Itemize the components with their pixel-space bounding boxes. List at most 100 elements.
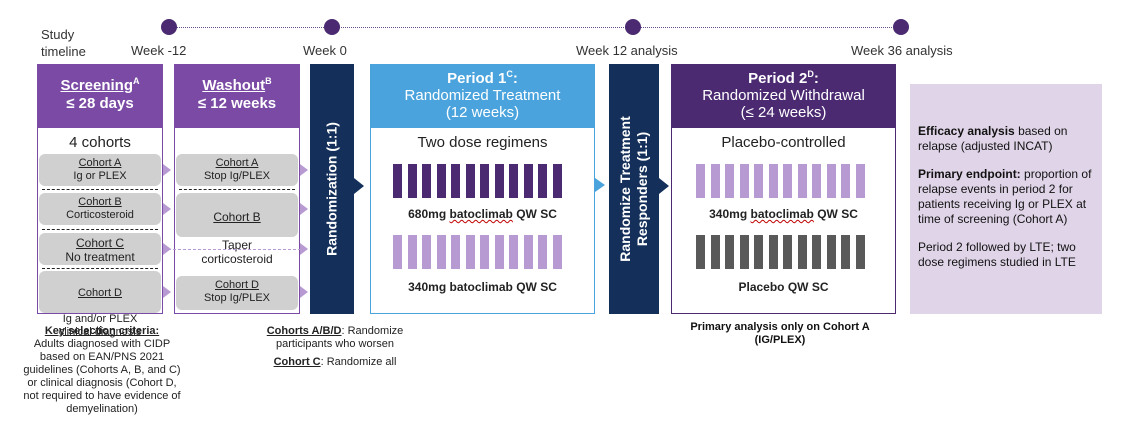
- period1-title: Period 1: [447, 70, 507, 87]
- arrow-right-icon: [163, 164, 171, 176]
- period2-title: Period 2: [748, 70, 808, 87]
- dose-bar: [841, 235, 850, 269]
- dose-bar: [768, 235, 778, 269]
- timeline-point-week-12: Week 12 analysis: [576, 43, 678, 58]
- washout-cohort-b-name: Cohort B: [213, 210, 261, 224]
- cohort-notes: Cohorts A/B/D: Randomize participants wh…: [250, 325, 420, 369]
- primary-text: proportion of relapse events in period 2…: [918, 167, 1092, 226]
- cohort-a-name: Cohort A: [78, 157, 122, 169]
- period2-duration: (≤ 24 weeks): [740, 104, 827, 121]
- dose-bar: [797, 164, 807, 198]
- screening-cohort-c: Cohort C No treatment: [39, 233, 161, 265]
- arrow-right-icon: [300, 286, 308, 298]
- washout-title-sup: B: [265, 76, 272, 86]
- arrow-right-icon: [300, 203, 308, 215]
- dose-bar: [480, 164, 489, 198]
- cohort-c-desc: No treatment: [65, 250, 135, 264]
- dose-bar: [768, 164, 778, 198]
- endpoints-panel: Efficacy analysis based on relapse (adju…: [910, 84, 1102, 314]
- period1-subtitle: Randomized Treatment: [404, 87, 561, 104]
- key-selection-criteria: Key selection criteria: Adults diagnosed…: [20, 325, 184, 416]
- primary-analysis-note: Primary analysis only on Cohort A (IG/PL…: [690, 321, 870, 346]
- dose-bar: [783, 164, 792, 198]
- screening-cohort-b: Cohort B Corticosteroid: [39, 193, 161, 225]
- randomize-responders-line2: Responders (1:1): [634, 131, 650, 247]
- randomize-responders-bar: Randomize Treatment Responders (1:1): [609, 64, 659, 314]
- period2-arm2-label: Placebo QW SC: [738, 280, 829, 294]
- arrow-right-icon: [163, 286, 171, 298]
- dose-bar: [523, 164, 533, 198]
- cohort-c-skip-line: [163, 249, 306, 250]
- period1-title-sup: C: [506, 69, 513, 79]
- period1-header: Period 1C: Randomized Treatment (12 week…: [370, 64, 595, 128]
- dose-bar: [407, 164, 417, 198]
- cohort-b-name: Cohort B: [78, 196, 122, 208]
- timeline-point-week-36: Week 36 analysis: [851, 43, 953, 58]
- dose-bar: [407, 235, 417, 269]
- primary-bold: Primary endpoint:: [918, 167, 1021, 181]
- dose-bar: [393, 164, 402, 198]
- period1-arm1-dose: 680mg: [408, 207, 447, 221]
- dose-bar: [783, 235, 792, 269]
- period2-subtitle: Randomized Withdrawal: [702, 87, 865, 104]
- screening-header: ScreeningA ≤ 28 days: [37, 64, 163, 128]
- period2-arm1-label: 340mg batoclimab QW SC: [671, 207, 896, 221]
- period1-arm1-label: 680mg batoclimab QW SC: [370, 207, 595, 221]
- screening-duration: ≤ 28 days: [66, 95, 134, 112]
- dose-bar: [855, 235, 865, 269]
- cohort-b-desc: Corticosteroid: [66, 209, 134, 221]
- dose-bar: [754, 235, 763, 269]
- dose-bar: [451, 164, 460, 198]
- dose-bar: [538, 235, 547, 269]
- dose-bar: [739, 164, 749, 198]
- timeline-dot-week-12: [625, 19, 641, 35]
- efficacy-bold: Efficacy analysis: [918, 124, 1015, 138]
- cohort-d-desc: Ig and/or PLEX clinical diagnosis: [58, 313, 142, 338]
- criteria-heading: Key selection criteria:: [44, 325, 160, 337]
- randomization-bar: Randomization (1:1): [310, 64, 354, 314]
- dose-bar: [538, 164, 547, 198]
- dose-bar: [725, 164, 734, 198]
- washout-cohort-d-desc: Stop Ig/PLEX: [203, 292, 271, 304]
- randomize-responders-label: Randomize Treatment Responders (1:1): [617, 116, 651, 261]
- dose-bar: [696, 164, 705, 198]
- randomize-responders-line1: Randomize Treatment: [617, 116, 633, 262]
- dose-bar: [739, 235, 749, 269]
- arrow-right-icon: [163, 203, 171, 215]
- cohort-c-name: Cohort C: [75, 236, 125, 250]
- cohort-notes-abd-bold: Cohorts A/B/D: [266, 325, 342, 337]
- divider: [42, 268, 158, 269]
- timeline-line: [170, 27, 902, 28]
- dose-bar: [436, 235, 446, 269]
- dose-bar: [552, 235, 562, 269]
- period1-regimen-heading: Two dose regimens: [417, 134, 548, 151]
- dose-bar: [509, 164, 518, 198]
- dose-bar: [812, 235, 821, 269]
- cohort-notes-c-text: : Randomize all: [320, 356, 397, 368]
- dose-bar: [436, 164, 446, 198]
- cohort-notes-c-bold: Cohort C: [273, 356, 321, 368]
- dose-bar: [465, 164, 475, 198]
- period2-arm1-drug: batoclimab: [750, 207, 814, 221]
- cohort-notes-abd-text: : Randomize participants who worsen: [275, 325, 404, 350]
- washout-cohort-d-name: Cohort D: [214, 279, 260, 291]
- dose-bar: [826, 235, 836, 269]
- timeline-label: Study timeline: [41, 27, 86, 59]
- arrow-right-icon: [595, 178, 605, 192]
- timeline-dot-week-minus-12: [161, 19, 177, 35]
- screening-subtitle: 4 cohorts: [69, 134, 131, 151]
- dose-bar: [509, 235, 518, 269]
- period1-title-suffix: :: [512, 70, 518, 87]
- period2-title-sup: D: [807, 69, 814, 79]
- washout-header: WashoutB ≤ 12 weeks: [174, 64, 300, 128]
- cohort-a-desc: Ig or PLEX: [73, 170, 127, 182]
- arrow-right-icon: [300, 243, 308, 255]
- dose-bar: [725, 235, 734, 269]
- arrow-right-icon: [300, 164, 308, 176]
- washout-cohort-d: Cohort D Stop Ig/PLEX: [176, 276, 298, 310]
- washout-cohort-a: Cohort A Stop Ig/PLEX: [176, 154, 298, 186]
- dose-bar: [826, 164, 836, 198]
- timeline-point-week-0: Week 0: [303, 43, 347, 58]
- dose-bar: [710, 235, 720, 269]
- cohort-notes-abd: Cohorts A/B/D: Randomize participants wh…: [250, 325, 420, 351]
